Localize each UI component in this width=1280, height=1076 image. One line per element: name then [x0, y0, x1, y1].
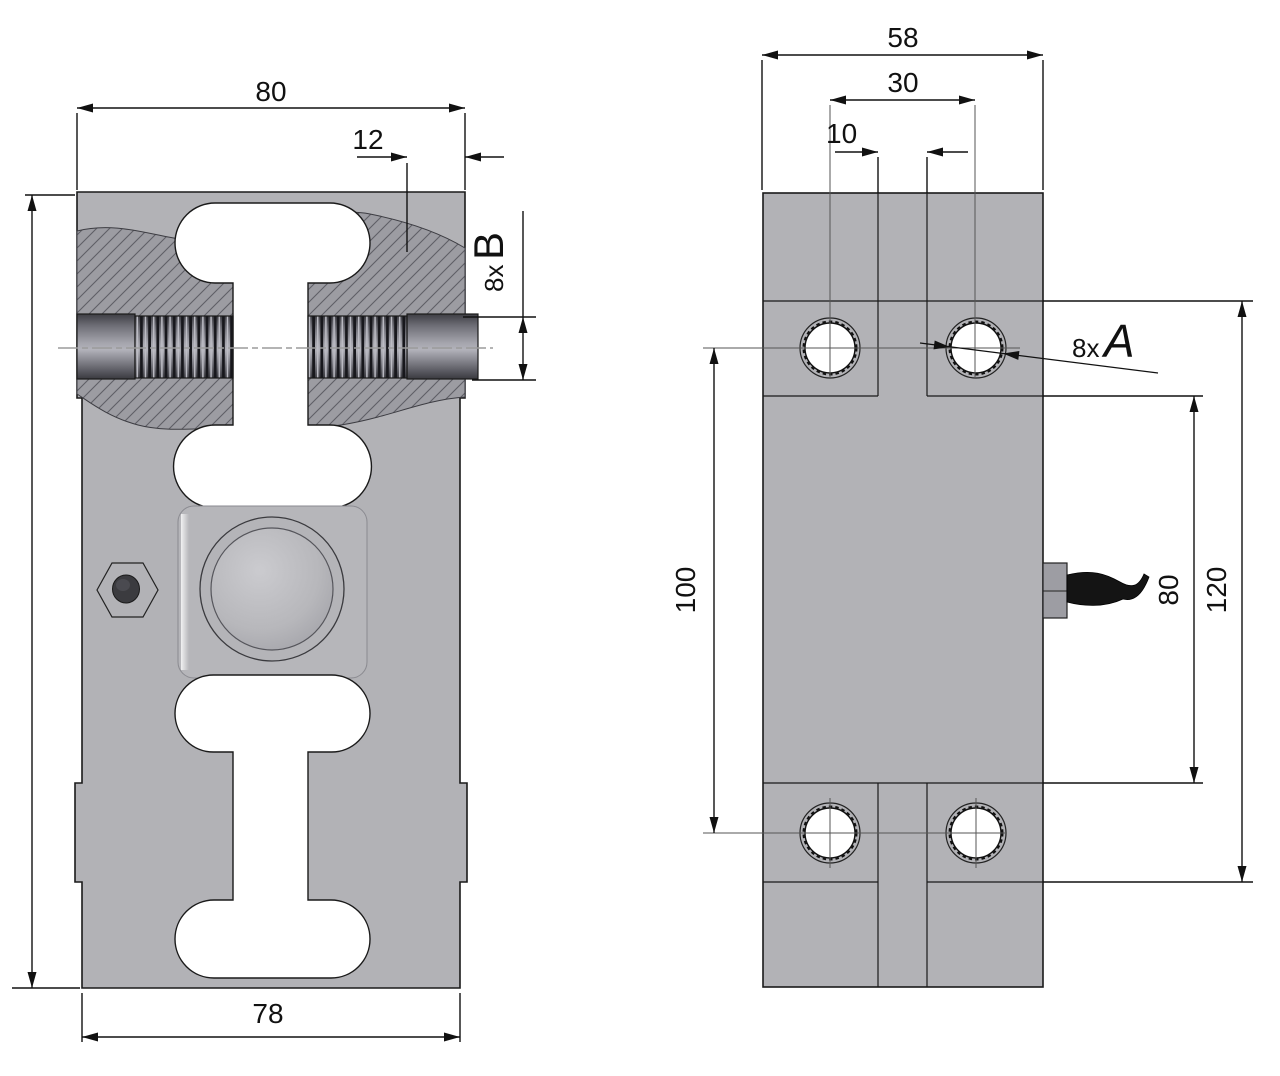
- dim-front-height: [12, 194, 80, 989]
- dim-label-block-outer-spacing: 120: [1201, 567, 1232, 614]
- dim-front-width-top: [76, 103, 466, 190]
- dim-depth: [761, 50, 1044, 190]
- right-thread-insert: [307, 313, 479, 380]
- dim-hole-pitch-vertical: [709, 348, 719, 833]
- load-button: [199, 516, 345, 662]
- seal-plug: [96, 562, 159, 618]
- dim-tongue-width: [835, 147, 968, 193]
- cable: [1066, 572, 1150, 606]
- side-view: 58 30 10 8x A: [670, 22, 1253, 988]
- dim-front-width-bottom: [81, 993, 461, 1042]
- dim-thread-callout: [463, 211, 536, 381]
- hole-callout-label: 8x A: [1072, 315, 1135, 367]
- dim-block-outer-spacing: [1043, 300, 1253, 883]
- hole-centerlines: [703, 105, 1020, 868]
- thread-callout-label: 8x B: [465, 232, 512, 292]
- dim-label-front-width-bottom: 78: [252, 998, 283, 1029]
- left-thread-insert: [76, 313, 234, 380]
- dim-label-front-width-top: 80: [255, 76, 286, 107]
- side-internal-edges: [763, 193, 1043, 987]
- lower-flexure-cutout: [174, 674, 371, 979]
- dim-label-recess-spacing: 80: [1153, 574, 1184, 605]
- dim-label-thread-edge-offset: 12: [352, 124, 383, 155]
- dim-hole-pitch-horizontal: [830, 95, 975, 105]
- dim-label-tongue-width: 10: [826, 118, 857, 149]
- hole-callout: 8x A: [919, 315, 1159, 374]
- dim-recess-spacing: [1043, 395, 1203, 784]
- dim-label-hole-pitch-vertical: 100: [670, 567, 701, 614]
- dim-label-hole-pitch-horizontal: 30: [887, 67, 918, 98]
- side-body-outline: [762, 192, 1044, 988]
- dim-label-depth: 58: [887, 22, 918, 53]
- cable-gland: [1042, 562, 1068, 619]
- dim-thread-edge-offset: [357, 152, 504, 252]
- front-view: 80 12 8x B: [12, 76, 536, 1042]
